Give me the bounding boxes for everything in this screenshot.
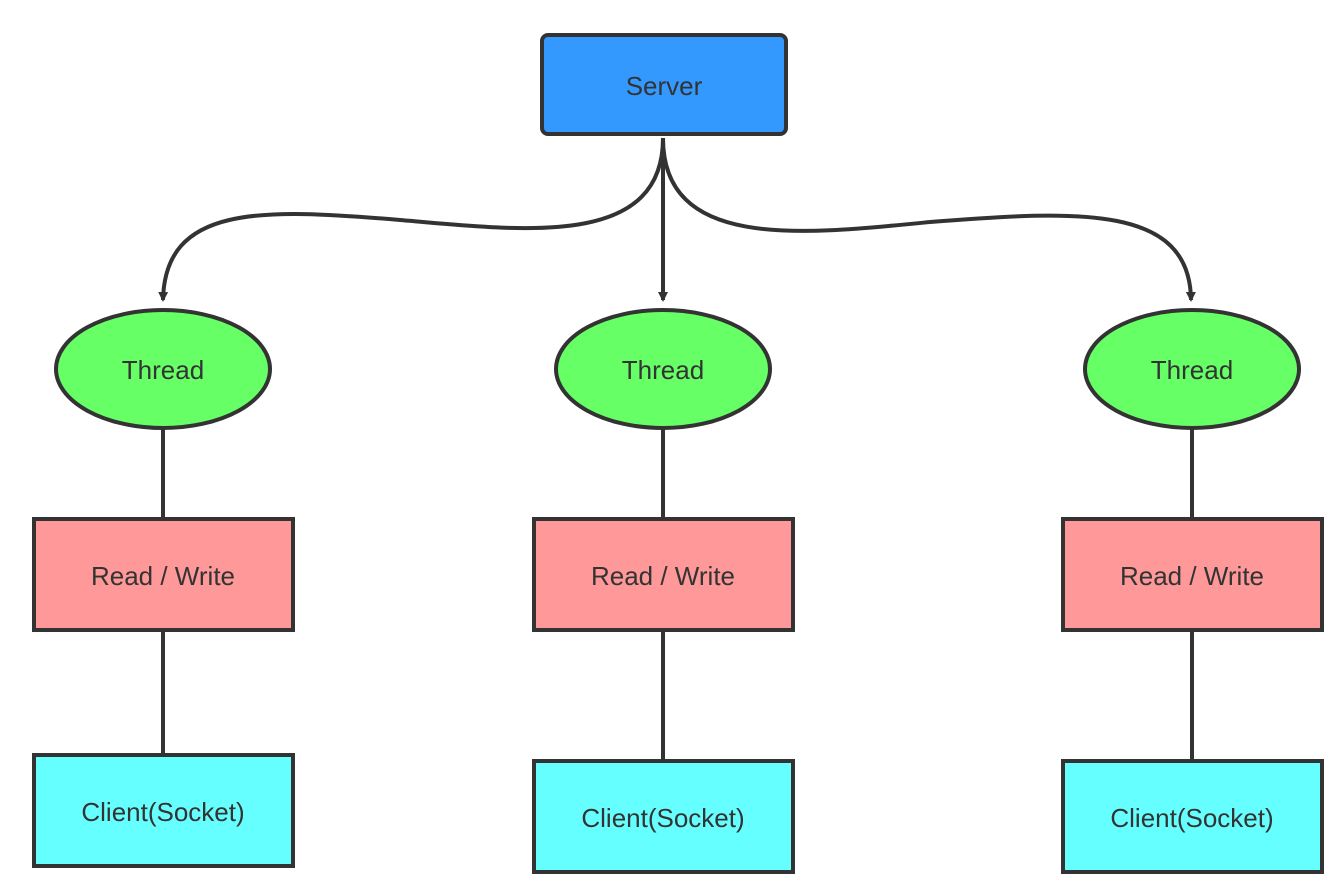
thread-ellipse-3: [1083, 308, 1301, 430]
read-write-label-1: Read / Write: [91, 561, 235, 591]
thread-ellipse-2: [554, 308, 772, 430]
read-write-label-2: Read / Write: [591, 561, 735, 591]
client-label-1: Client(Socket): [81, 797, 244, 827]
client-node-2: Client(Socket): [532, 759, 795, 874]
read-write-node-1: Read / Write: [32, 517, 295, 632]
server-node: Server: [540, 33, 788, 136]
read-write-node-2: Read / Write: [532, 517, 795, 632]
thread-label-2: Thread: [622, 355, 704, 385]
server-label: Server: [626, 71, 703, 101]
client-box-3: [1061, 759, 1324, 874]
read-write-box-3: [1061, 517, 1324, 632]
thread-ellipse-1: [54, 308, 272, 430]
thread-label-1: Thread: [122, 355, 204, 385]
thread-label-3: Thread: [1151, 355, 1233, 385]
thread-node-2: Thread: [554, 308, 772, 430]
edge-server-to-thread-1: [158, 137, 665, 302]
read-write-box-1: [32, 517, 295, 632]
client-node-3: Client(Socket): [1061, 759, 1324, 874]
thread-node-3: Thread: [1083, 308, 1301, 430]
client-box-2: [532, 759, 795, 874]
client-label-2: Client(Socket): [581, 803, 744, 833]
client-node-1: Client(Socket): [32, 753, 295, 868]
server-box: [540, 33, 788, 136]
client-box-1: [32, 753, 295, 868]
read-write-box-2: [532, 517, 795, 632]
edge-server-to-thread-3: [661, 137, 1196, 302]
client-label-3: Client(Socket): [1110, 803, 1273, 833]
thread-node-1: Thread: [54, 308, 272, 430]
read-write-node-3: Read / Write: [1061, 517, 1324, 632]
read-write-label-3: Read / Write: [1120, 561, 1264, 591]
